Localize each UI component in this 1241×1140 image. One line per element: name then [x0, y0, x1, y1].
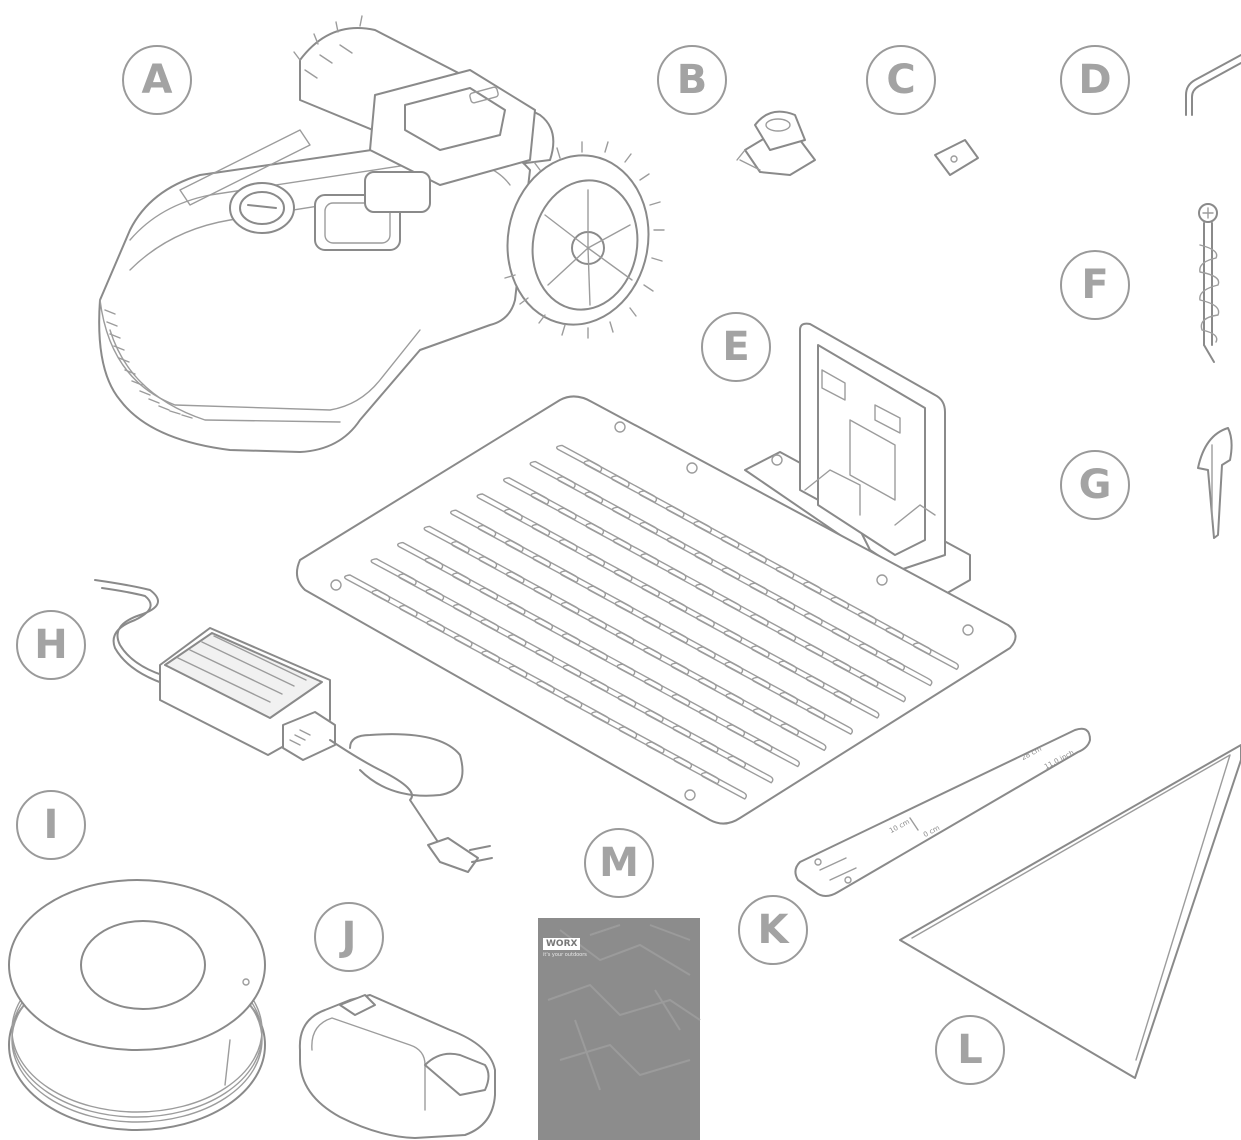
part-label-E: E [701, 312, 771, 382]
charging-base-illustration [297, 324, 1016, 824]
battery-illustration [300, 995, 495, 1138]
peg-illustration [1198, 428, 1232, 538]
part-label-K: K [738, 895, 808, 965]
part-label-G: G [1060, 450, 1130, 520]
part-label-H: H [16, 610, 86, 680]
part-label-L: L [935, 1015, 1005, 1085]
screw-illustration [1199, 204, 1219, 362]
part-label-F: F [1060, 250, 1130, 320]
part-label-B: B [657, 45, 727, 115]
part-label-M: M [584, 828, 654, 898]
part-label-C: C [866, 45, 936, 115]
part-label-D: D [1060, 45, 1130, 115]
booklet-brand-logo: WORX [543, 938, 580, 950]
booklet-tagline: it's your outdoors [543, 952, 587, 958]
hex-key-illustration [1186, 55, 1241, 115]
part-label-A: A [122, 45, 192, 115]
wire-spool-illustration [9, 880, 265, 1130]
wire-connector-illustration [737, 112, 815, 175]
blade-illustration [935, 140, 978, 175]
part-label-J: J [314, 902, 384, 972]
part-label-I: I [16, 790, 86, 860]
